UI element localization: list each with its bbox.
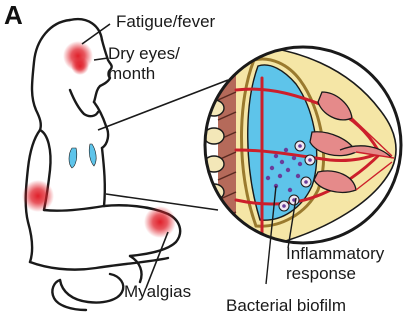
label-dry-eyes-line1: Dry eyes/ [108, 44, 180, 63]
foot [60, 274, 123, 303]
lung-right-icon [89, 144, 96, 166]
label-biofilm: Bacterial biofilm [226, 296, 346, 315]
leg-lower [30, 258, 168, 270]
symptom-glow-arm [22, 180, 54, 212]
lung-left-icon [69, 148, 77, 168]
chest-muscle [218, 40, 236, 250]
magnified-breast [200, 40, 410, 250]
symptom-glow-knee [144, 206, 176, 238]
label-inflammatory-line2: response [286, 264, 356, 283]
symptom-glow-eye [71, 57, 89, 75]
label-fatigue: Fatigue/fever [116, 12, 215, 31]
label-myalgias: Myalgias [124, 282, 191, 301]
label-dry-eyes-line2: month [108, 64, 155, 83]
hair-outline [32, 20, 70, 130]
label-inflammatory-line1: Inflammatory [286, 244, 384, 263]
